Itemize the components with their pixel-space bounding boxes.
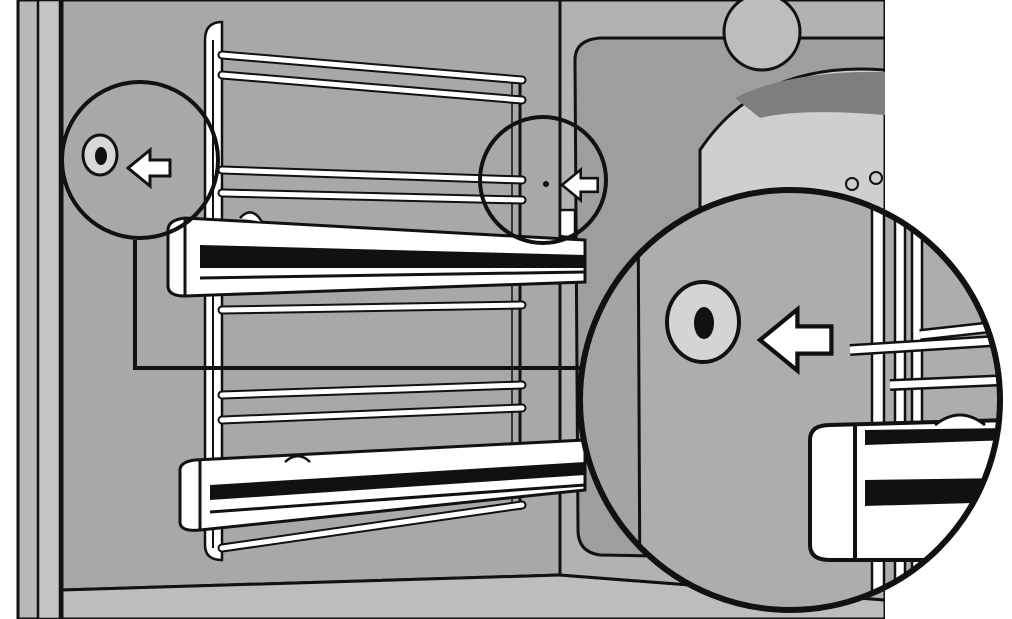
callout-left-mount xyxy=(60,80,220,240)
mount-hole-icon xyxy=(81,133,119,177)
side-rack xyxy=(166,20,587,562)
rack-wire-highlight xyxy=(219,72,525,103)
mount-hole-small xyxy=(543,181,549,187)
rack-wire-highlight xyxy=(219,52,525,83)
rack-wire-highlight xyxy=(219,382,525,398)
fan-screw xyxy=(869,171,883,185)
rack-wire-highlight xyxy=(219,190,525,203)
rack-wire-highlight xyxy=(219,502,525,551)
telescopic-rail-upper xyxy=(166,208,587,298)
rack-wire-highlight xyxy=(219,302,525,313)
rack-wires xyxy=(217,50,527,553)
callout-right-mount xyxy=(478,115,608,245)
mount-hole-icon xyxy=(665,280,741,364)
telescopic-rail-lower xyxy=(178,438,587,532)
zoom-circle xyxy=(577,187,1003,613)
callout-connector xyxy=(133,240,590,370)
oven-side-wall xyxy=(36,0,62,619)
fan-screw xyxy=(845,177,859,191)
rack-wire-highlight xyxy=(219,167,525,183)
rack-wire-highlight xyxy=(219,405,525,423)
fan-cover-shadow xyxy=(735,71,885,118)
oven-light-cover xyxy=(722,0,802,72)
oven-floor xyxy=(60,573,885,619)
